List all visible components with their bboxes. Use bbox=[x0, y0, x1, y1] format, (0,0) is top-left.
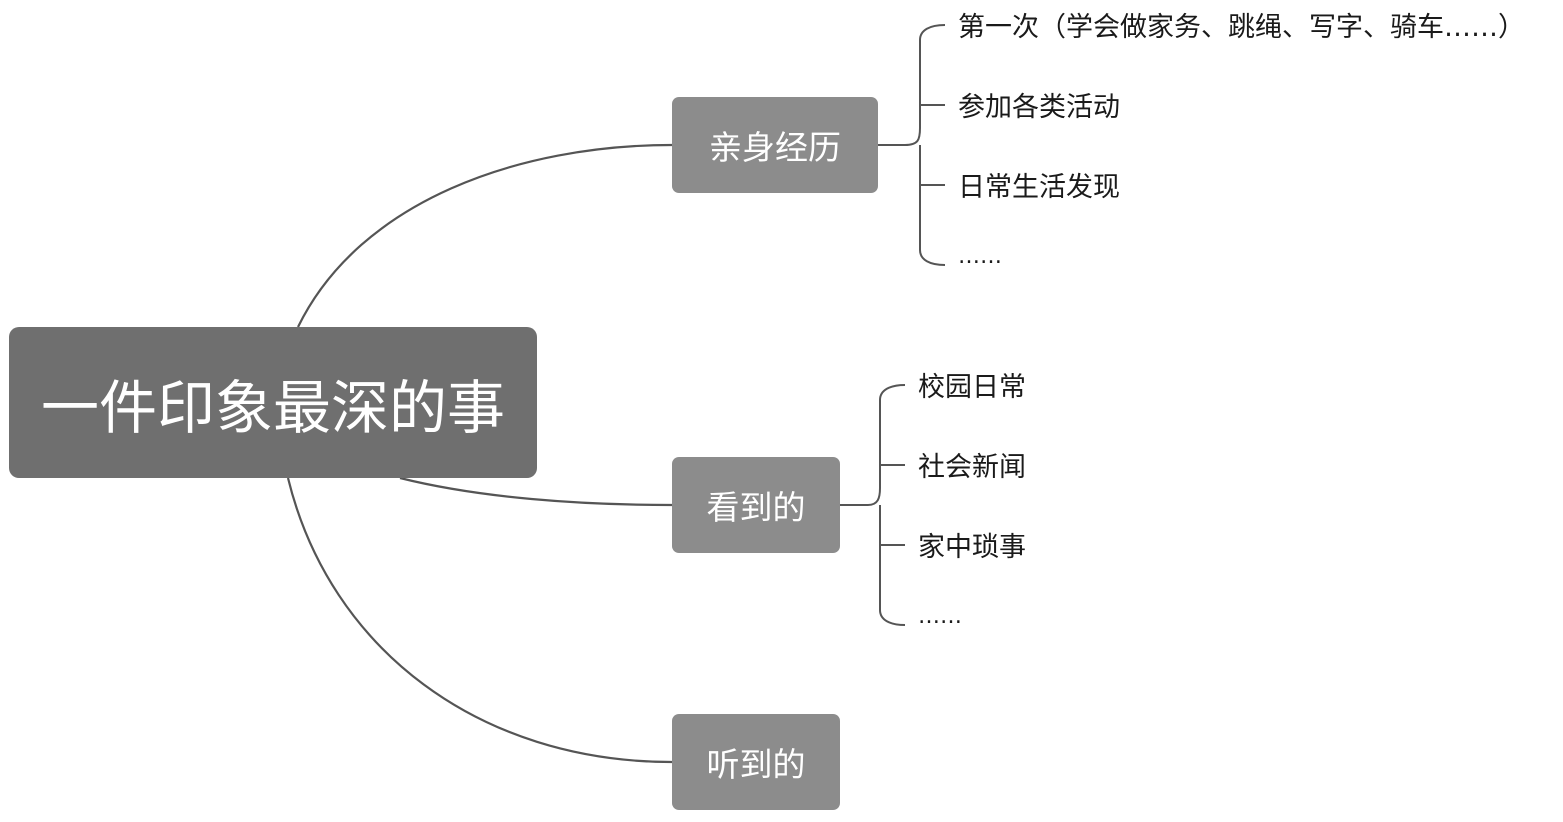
bracket-kandao bbox=[840, 384, 906, 626]
leaf-kandao-ellipsis[interactable]: …… bbox=[918, 604, 962, 629]
branch-tingdao[interactable]: 听到的 bbox=[672, 714, 840, 810]
branch-label: 看到的 bbox=[706, 488, 806, 527]
leaf-qinshen-first-time[interactable]: 第一次（学会做家务、跳绳、写字、骑车……） bbox=[958, 12, 1525, 43]
connector-root-to-tingdao bbox=[286, 477, 673, 764]
connector-root-to-qinshen bbox=[297, 143, 673, 328]
bracket-qinshen bbox=[878, 24, 946, 266]
leaf-kandao-campus[interactable]: 校园日常 bbox=[918, 372, 1026, 403]
connector-root-to-kandao bbox=[399, 476, 673, 507]
leaf-kandao-news[interactable]: 社会新闻 bbox=[918, 452, 1026, 483]
branch-label: 听到的 bbox=[706, 745, 806, 784]
leaf-qinshen-ellipsis[interactable]: …… bbox=[958, 244, 1002, 269]
leaf-kandao-household[interactable]: 家中琐事 bbox=[918, 532, 1026, 563]
root-topic[interactable]: 一件印象最深的事 bbox=[9, 327, 537, 478]
branch-kandao[interactable]: 看到的 bbox=[672, 457, 840, 553]
branch-qinshen-jingli[interactable]: 亲身经历 bbox=[672, 97, 878, 193]
branch-label: 亲身经历 bbox=[709, 128, 841, 167]
leaf-qinshen-daily-discovery[interactable]: 日常生活发现 bbox=[958, 172, 1120, 203]
leaf-qinshen-activities[interactable]: 参加各类活动 bbox=[958, 92, 1120, 123]
root-topic-label: 一件印象最深的事 bbox=[40, 373, 505, 442]
